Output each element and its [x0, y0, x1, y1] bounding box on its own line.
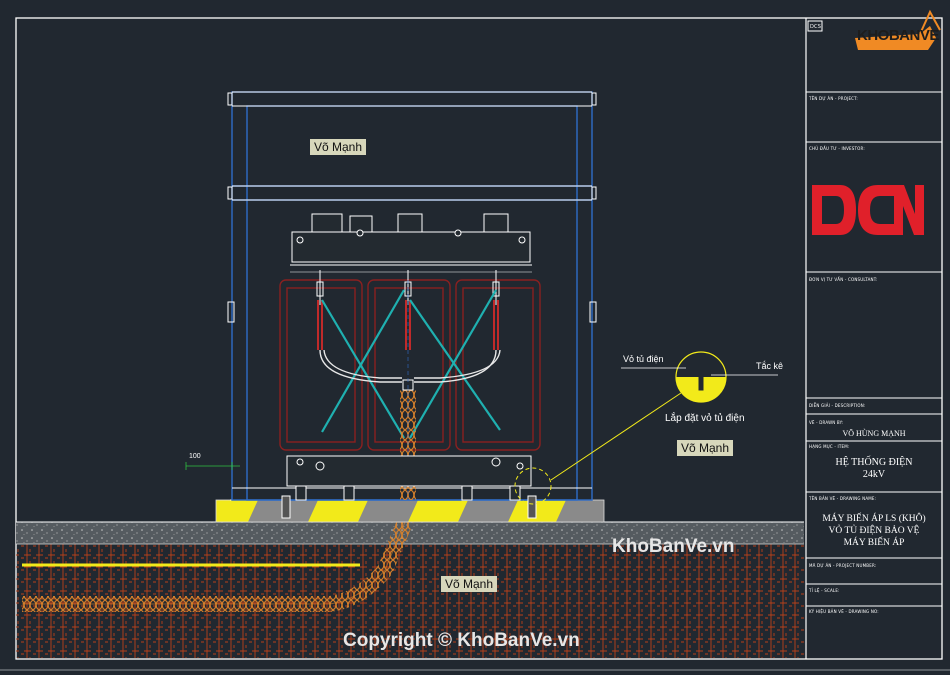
tb-item: HỆ THỐNG ĐIỆN 24kV: [835, 457, 913, 480]
tb-project-label: TÊN DỰ ÁN - PROJECT:: [809, 96, 858, 101]
tb-drawn-by: VÕ HÙNG MẠNH: [842, 429, 906, 438]
khobanve-logo-text: KHOBANVE: [857, 27, 939, 44]
dimension-label: 100: [189, 453, 201, 460]
tb-investor-label: CHỦ ĐẦU TƯ - INVESTOR:: [809, 146, 865, 151]
tb-drawing-no-label: KÝ HIỆU BẢN VẼ - DRAWING NO:: [809, 609, 879, 614]
tb-item-label: HẠNG MỤC - ITEM:: [809, 444, 850, 449]
label-cabinet-top: Võ Mạnh: [310, 139, 367, 155]
base-strip: [215, 499, 605, 523]
watermark-copyright: Copyright © KhoBanVe.vn: [343, 630, 580, 651]
tb-drawing-name: MÁY BIẾN ÁP LS (KHÔ) VỎ TỦ ĐIỆN BẢO VỆ M…: [822, 514, 926, 548]
tb-description-label: DIỄN GIẢI - DESCRIPTION:: [809, 403, 866, 408]
tb-drawing-name-label: TÊN BẢN VẼ - DRAWING NAME:: [809, 496, 877, 501]
detail-bubble: [621, 351, 778, 403]
tb-project-number-label: MÃ DỰ ÁN - PROJECT NUMBER:: [809, 563, 877, 568]
label-cabinet-mid: Võ Mạnh: [677, 440, 734, 456]
coil-braces: [321, 289, 501, 439]
dimension-100: [185, 462, 240, 470]
transformer-bottom-yoke: [286, 455, 532, 501]
tb-scale-label: TỈ LỆ - SCALE:: [809, 588, 840, 593]
tb-field-dcs: DCS: [810, 24, 822, 30]
label-lap-dat: Lắp đặt vỏ tủ điện: [665, 413, 745, 424]
watermark-site: KhoBanVe.vn: [612, 536, 735, 557]
label-tac-ke: Tắc kê: [756, 361, 784, 371]
label-vo-tu-dien: Vỏ tủ điện: [623, 354, 664, 364]
title-block-grid: [806, 20, 942, 607]
ground-gravel-layer: [16, 522, 804, 544]
drawing-frame: [15, 17, 943, 660]
transformer-top-yoke: [291, 213, 531, 263]
tb-consultant-label: ĐƠN VỊ TƯ VẤN - CONSULTANT:: [809, 277, 878, 282]
tb-drawn-by-label: VẼ - DRAWN BY:: [809, 420, 844, 425]
khobanve-logo-icon: [855, 9, 941, 50]
dcn-logo: [812, 185, 924, 235]
label-trench: Võ Mạnh: [441, 576, 498, 592]
detail-marker: [514, 467, 552, 505]
